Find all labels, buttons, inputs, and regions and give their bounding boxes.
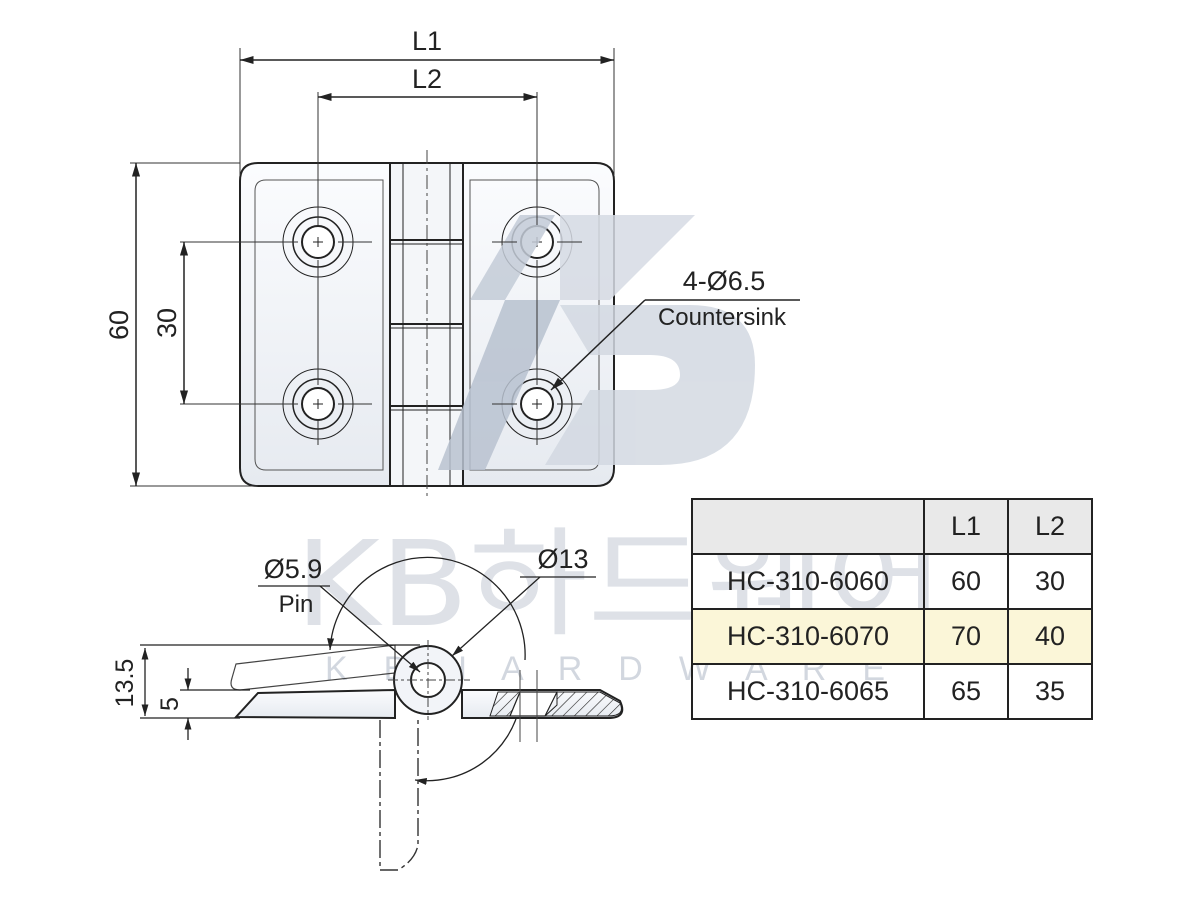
leader-knuckle [451,576,541,657]
table-header-row: L1 L2 [691,498,1093,555]
l2-cell: 40 [1007,608,1093,665]
table-row: HC-310-6065 65 35 [691,663,1093,720]
side-left-leaf [233,688,396,720]
dim-13-5-label: 13.5 [111,659,139,708]
swing-arc [327,556,526,661]
pin-dia-label: Ø5.9 [264,554,323,584]
hole-centerlines [130,48,615,487]
leader-countersink [550,299,646,391]
l1-cell: 65 [923,663,1009,720]
side-dimension-lines [140,576,596,740]
hole-callout-label: 4-Ø6.5 [683,266,766,296]
model-spec-table: L1 L2 HC-310-6060 60 30 HC-310-6070 70 4… [691,498,1093,720]
table-row: HC-310-6060 60 30 [691,553,1093,610]
dim-60-label: 60 [104,310,134,340]
leader-pin [319,585,421,673]
l2-cell: 35 [1007,663,1093,720]
pin-label: Pin [279,591,314,618]
model-cell: HC-310-6070 [691,608,925,665]
l2-cell: 30 [1007,553,1093,610]
model-cell: HC-310-6060 [691,553,925,610]
model-cell: HC-310-6065 [691,663,925,720]
table-row-highlighted: HC-310-6070 70 40 [691,608,1093,665]
dim-30-label: 30 [152,308,182,338]
dimension-lines [131,55,800,486]
header-model [691,498,925,555]
header-l2: L2 [1007,498,1093,555]
l1-cell: 60 [923,553,1009,610]
dim-5-label: 5 [156,697,184,711]
dim-l1-label: L1 [412,26,442,56]
header-l1: L1 [923,498,1009,555]
dim-l2-label: L2 [412,64,442,94]
countersink-label: Countersink [658,304,787,331]
left-leaf [239,162,391,487]
l1-cell: 70 [923,608,1009,665]
knuckle-dia-label: Ø13 [537,544,588,574]
